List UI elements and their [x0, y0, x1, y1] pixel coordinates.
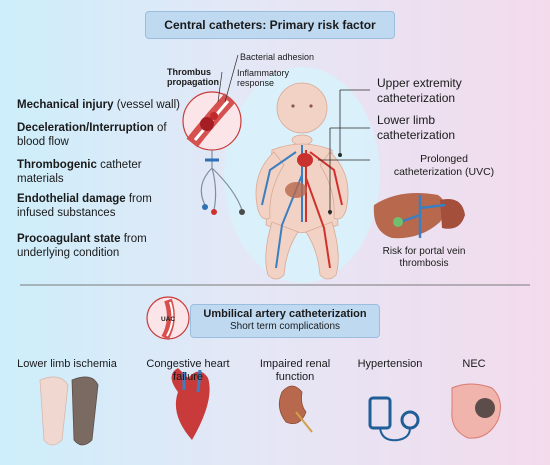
blood-pressure-icon	[368, 396, 420, 442]
uvc-label: Prolonged catheterization (UVC)	[393, 153, 495, 178]
risk-factor-item: Endothelial damage from infused substanc…	[17, 192, 185, 220]
uac-title: Umbilical artery catheterization	[203, 308, 367, 320]
risk-factor-bold: Procoagulant state	[17, 233, 121, 245]
uac-badge-label: UAC	[160, 316, 176, 323]
risk-factor-rest: catheter materials	[17, 159, 142, 185]
page-title: Central catheters: Primary risk factor	[164, 18, 376, 32]
leader-dot	[338, 153, 342, 157]
catheter-cap-icon	[211, 209, 217, 215]
risk-factor-item: Thrombogenic catheter materials	[17, 158, 177, 186]
risk-factor-item: Mechanical injury (vessel wall)	[17, 98, 185, 112]
uac-subtitle: Short term complications	[229, 321, 341, 332]
risk-factor-rest: of blood flow	[17, 122, 167, 148]
portal-vein-label: Risk for portal vein thrombosis	[382, 246, 466, 269]
catheter-cap-icon	[202, 204, 208, 210]
risk-factor-bold: Mechanical injury	[17, 99, 114, 111]
risk-factor-bold: Thrombogenic	[17, 159, 97, 171]
risk-factor-bold: Deceleration/Interruption	[17, 122, 154, 134]
inflammatory-response-label: Inflammatory response	[237, 68, 290, 88]
intestine-icon	[451, 383, 501, 439]
catheter-cap-icon	[239, 209, 245, 215]
ischemic-legs-icon	[39, 376, 99, 446]
heart-anatomy-icon	[171, 368, 210, 440]
risk-factor-rest: (vessel wall)	[113, 99, 180, 111]
upper-extremity-label: Upper extremity catheterization	[377, 76, 462, 105]
liver-icon	[285, 182, 307, 198]
catheter-icon	[200, 150, 243, 211]
complication-label: Lower limb ischemia	[17, 358, 117, 370]
lower-limb-label: Lower limb catheterization	[377, 113, 456, 142]
uac-box: Umbilical artery catheterization Short t…	[190, 304, 380, 338]
leader-dot	[328, 210, 332, 214]
thrombus-propagation-label: Thrombus propagation	[167, 67, 219, 87]
complication-label: Congestive heart failure	[146, 358, 230, 383]
risk-factor-rest: from infused substances	[17, 193, 152, 219]
complication-label: NEC	[462, 358, 486, 370]
title-box: Central catheters: Primary risk factor	[145, 11, 395, 39]
liver-portal-vein-icon	[373, 192, 465, 239]
complication-label: Hypertension	[357, 358, 423, 370]
complication-label: Impaired renal function	[259, 358, 331, 383]
risk-factor-bold: Endothelial damage	[17, 193, 126, 205]
heart-icon	[297, 153, 313, 167]
bacterial-adhesion-label: Bacterial adhesion	[240, 52, 315, 62]
uac-badge-icon	[146, 296, 190, 340]
risk-factor-item: Procoagulant state from underlying condi…	[17, 232, 189, 260]
vessel-inset-icon	[182, 54, 242, 151]
risk-factor-item: Deceleration/Interruption of blood flow	[17, 121, 189, 149]
kidney-icon	[278, 385, 313, 433]
leader-lines	[318, 89, 370, 215]
risk-factor-rest: from underlying condition	[17, 233, 147, 259]
